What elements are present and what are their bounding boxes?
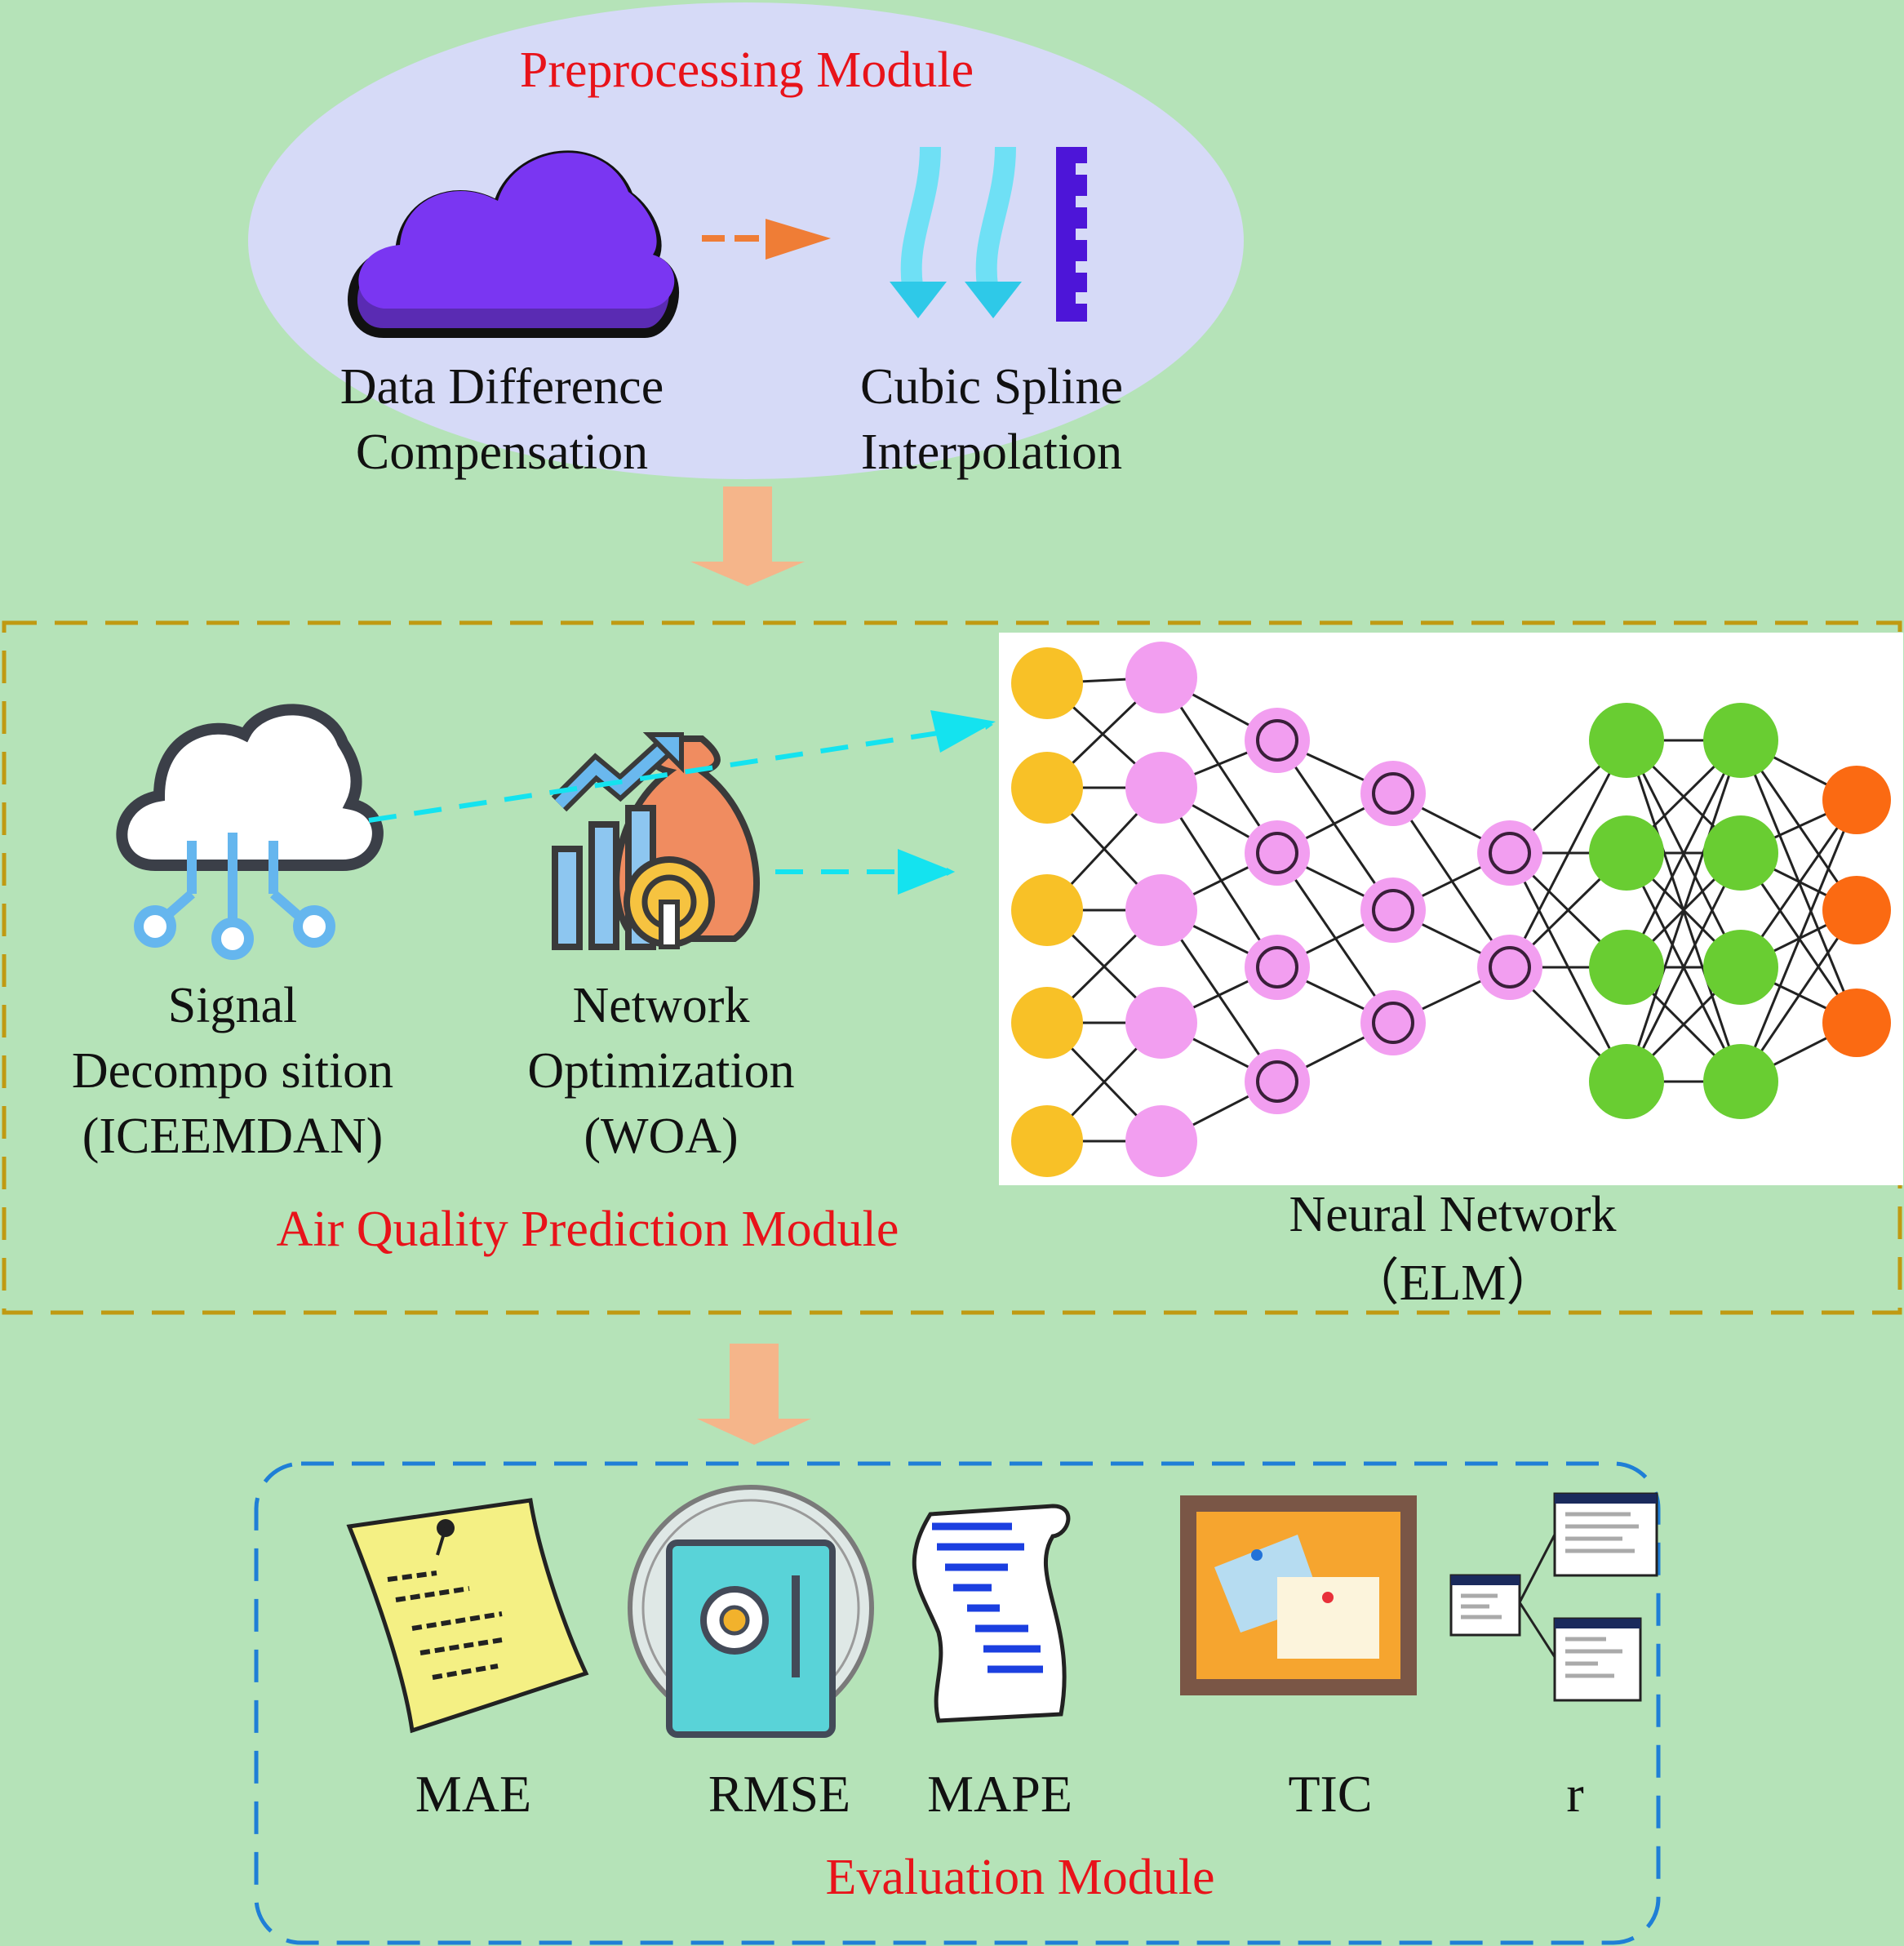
nn-node-layer-1: [1125, 987, 1197, 1059]
nn-node-ring: [1372, 889, 1414, 931]
nn-node-layer-7: [1822, 766, 1891, 834]
network-label-line1: Network: [572, 978, 750, 1033]
flow-arrow-1: [690, 486, 805, 586]
metric-mae-label: MAE: [415, 1765, 532, 1823]
nn-node-ring: [1489, 832, 1531, 874]
cork-board-icon: [1180, 1495, 1417, 1695]
nn-node-layer-1: [1125, 642, 1197, 713]
nn-node-layer-6: [1703, 815, 1778, 891]
nn-node-ring: [1489, 946, 1531, 989]
nn-connection: [1276, 740, 1395, 911]
nn-node-layer-5: [1589, 703, 1664, 778]
nn-node-layer-0: [1011, 1105, 1083, 1177]
neural-network-label-line1: Neural Network: [1289, 1187, 1617, 1242]
data-difference-label-line2: Compensation: [355, 424, 649, 480]
nn-node-layer-0: [1011, 987, 1083, 1059]
data-difference-label-line1: Data Difference: [340, 359, 664, 415]
network-arrow-head: [898, 849, 955, 895]
spline-interpolation-icon: [890, 146, 1087, 322]
nn-node-layer-4: [1477, 935, 1542, 1000]
signal-label-line2: Decompo sition: [71, 1043, 394, 1099]
nn-node-ring: [1256, 832, 1298, 874]
preprocessing-title: Preprocessing Module: [519, 42, 974, 98]
nn-node-layer-3: [1360, 761, 1426, 826]
growth-chart-moneybag-icon: [551, 732, 760, 950]
cloud-icon: [348, 150, 679, 338]
nn-node-layer-1: [1125, 1105, 1197, 1177]
signal-label-line1: Signal: [167, 978, 298, 1033]
sticky-note-icon: [346, 1498, 589, 1734]
preprocess-flow-arrow: [702, 219, 831, 260]
nn-node-ring: [1372, 772, 1414, 815]
nn-node-layer-5: [1589, 1044, 1664, 1119]
nn-connection: [1625, 852, 1742, 1082]
metric-mape-label: MAPE: [927, 1765, 1072, 1823]
signal-to-nn-arrow: [368, 722, 993, 823]
nn-node-layer-6: [1703, 703, 1778, 778]
nn-node-ring: [1256, 1060, 1298, 1103]
signal-arrow-head: [930, 710, 996, 753]
nn-node-layer-5: [1589, 930, 1664, 1005]
nn-node-layer-2: [1245, 1049, 1310, 1114]
nn-node-layer-2: [1245, 708, 1310, 773]
neural-network-label-line2: （ELM）: [1348, 1255, 1557, 1311]
script-scroll-icon: [912, 1504, 1071, 1723]
nn-node-layer-7: [1822, 876, 1891, 944]
nn-node-layer-1: [1125, 874, 1197, 946]
safe-icon: [628, 1485, 874, 1738]
neural-network-diagram: [1011, 642, 1891, 1177]
nn-connection: [1625, 740, 1742, 1082]
metric-rmse-label: RMSE: [708, 1765, 851, 1823]
cloud-network-icon: [116, 704, 384, 960]
nn-node-layer-3: [1360, 877, 1426, 943]
nn-node-ring: [1256, 719, 1298, 762]
window-tree-icon: [1449, 1492, 1658, 1702]
nn-node-ring: [1256, 946, 1298, 989]
nn-node-layer-0: [1011, 647, 1083, 719]
nn-node-layer-6: [1703, 1044, 1778, 1119]
cubic-spline-label-line1: Cubic Spline: [859, 359, 1124, 415]
network-label-line3: (WOA): [584, 1109, 739, 1164]
nn-node-layer-4: [1477, 820, 1542, 886]
evaluation-title: Evaluation Module: [825, 1850, 1215, 1905]
nn-node-layer-5: [1589, 815, 1664, 891]
nn-connection: [1739, 799, 1858, 1082]
nn-node-layer-0: [1011, 874, 1083, 946]
evaluation-module-box: [254, 1461, 1661, 1945]
metric-tic-label: TIC: [1288, 1765, 1373, 1823]
nn-node-ring: [1372, 1002, 1414, 1044]
nn-node-layer-6: [1703, 930, 1778, 1005]
signal-label-line3: (ICEEMDAN): [82, 1109, 384, 1164]
nn-node-layer-1: [1125, 752, 1197, 824]
flow-arrow-2: [697, 1344, 811, 1445]
nn-node-layer-2: [1245, 820, 1310, 886]
network-label-line2: Optimization: [527, 1043, 795, 1099]
nn-node-layer-2: [1245, 935, 1310, 1000]
nn-node-layer-3: [1360, 990, 1426, 1055]
nn-connection: [1508, 740, 1628, 968]
metric-r-label: r: [1566, 1765, 1584, 1823]
cubic-spline-label-line2: Interpolation: [860, 424, 1123, 480]
prediction-title: Air Quality Prediction Module: [276, 1202, 899, 1257]
nn-node-layer-7: [1822, 989, 1891, 1057]
nn-connection: [1625, 740, 1742, 968]
nn-node-layer-0: [1011, 752, 1083, 824]
